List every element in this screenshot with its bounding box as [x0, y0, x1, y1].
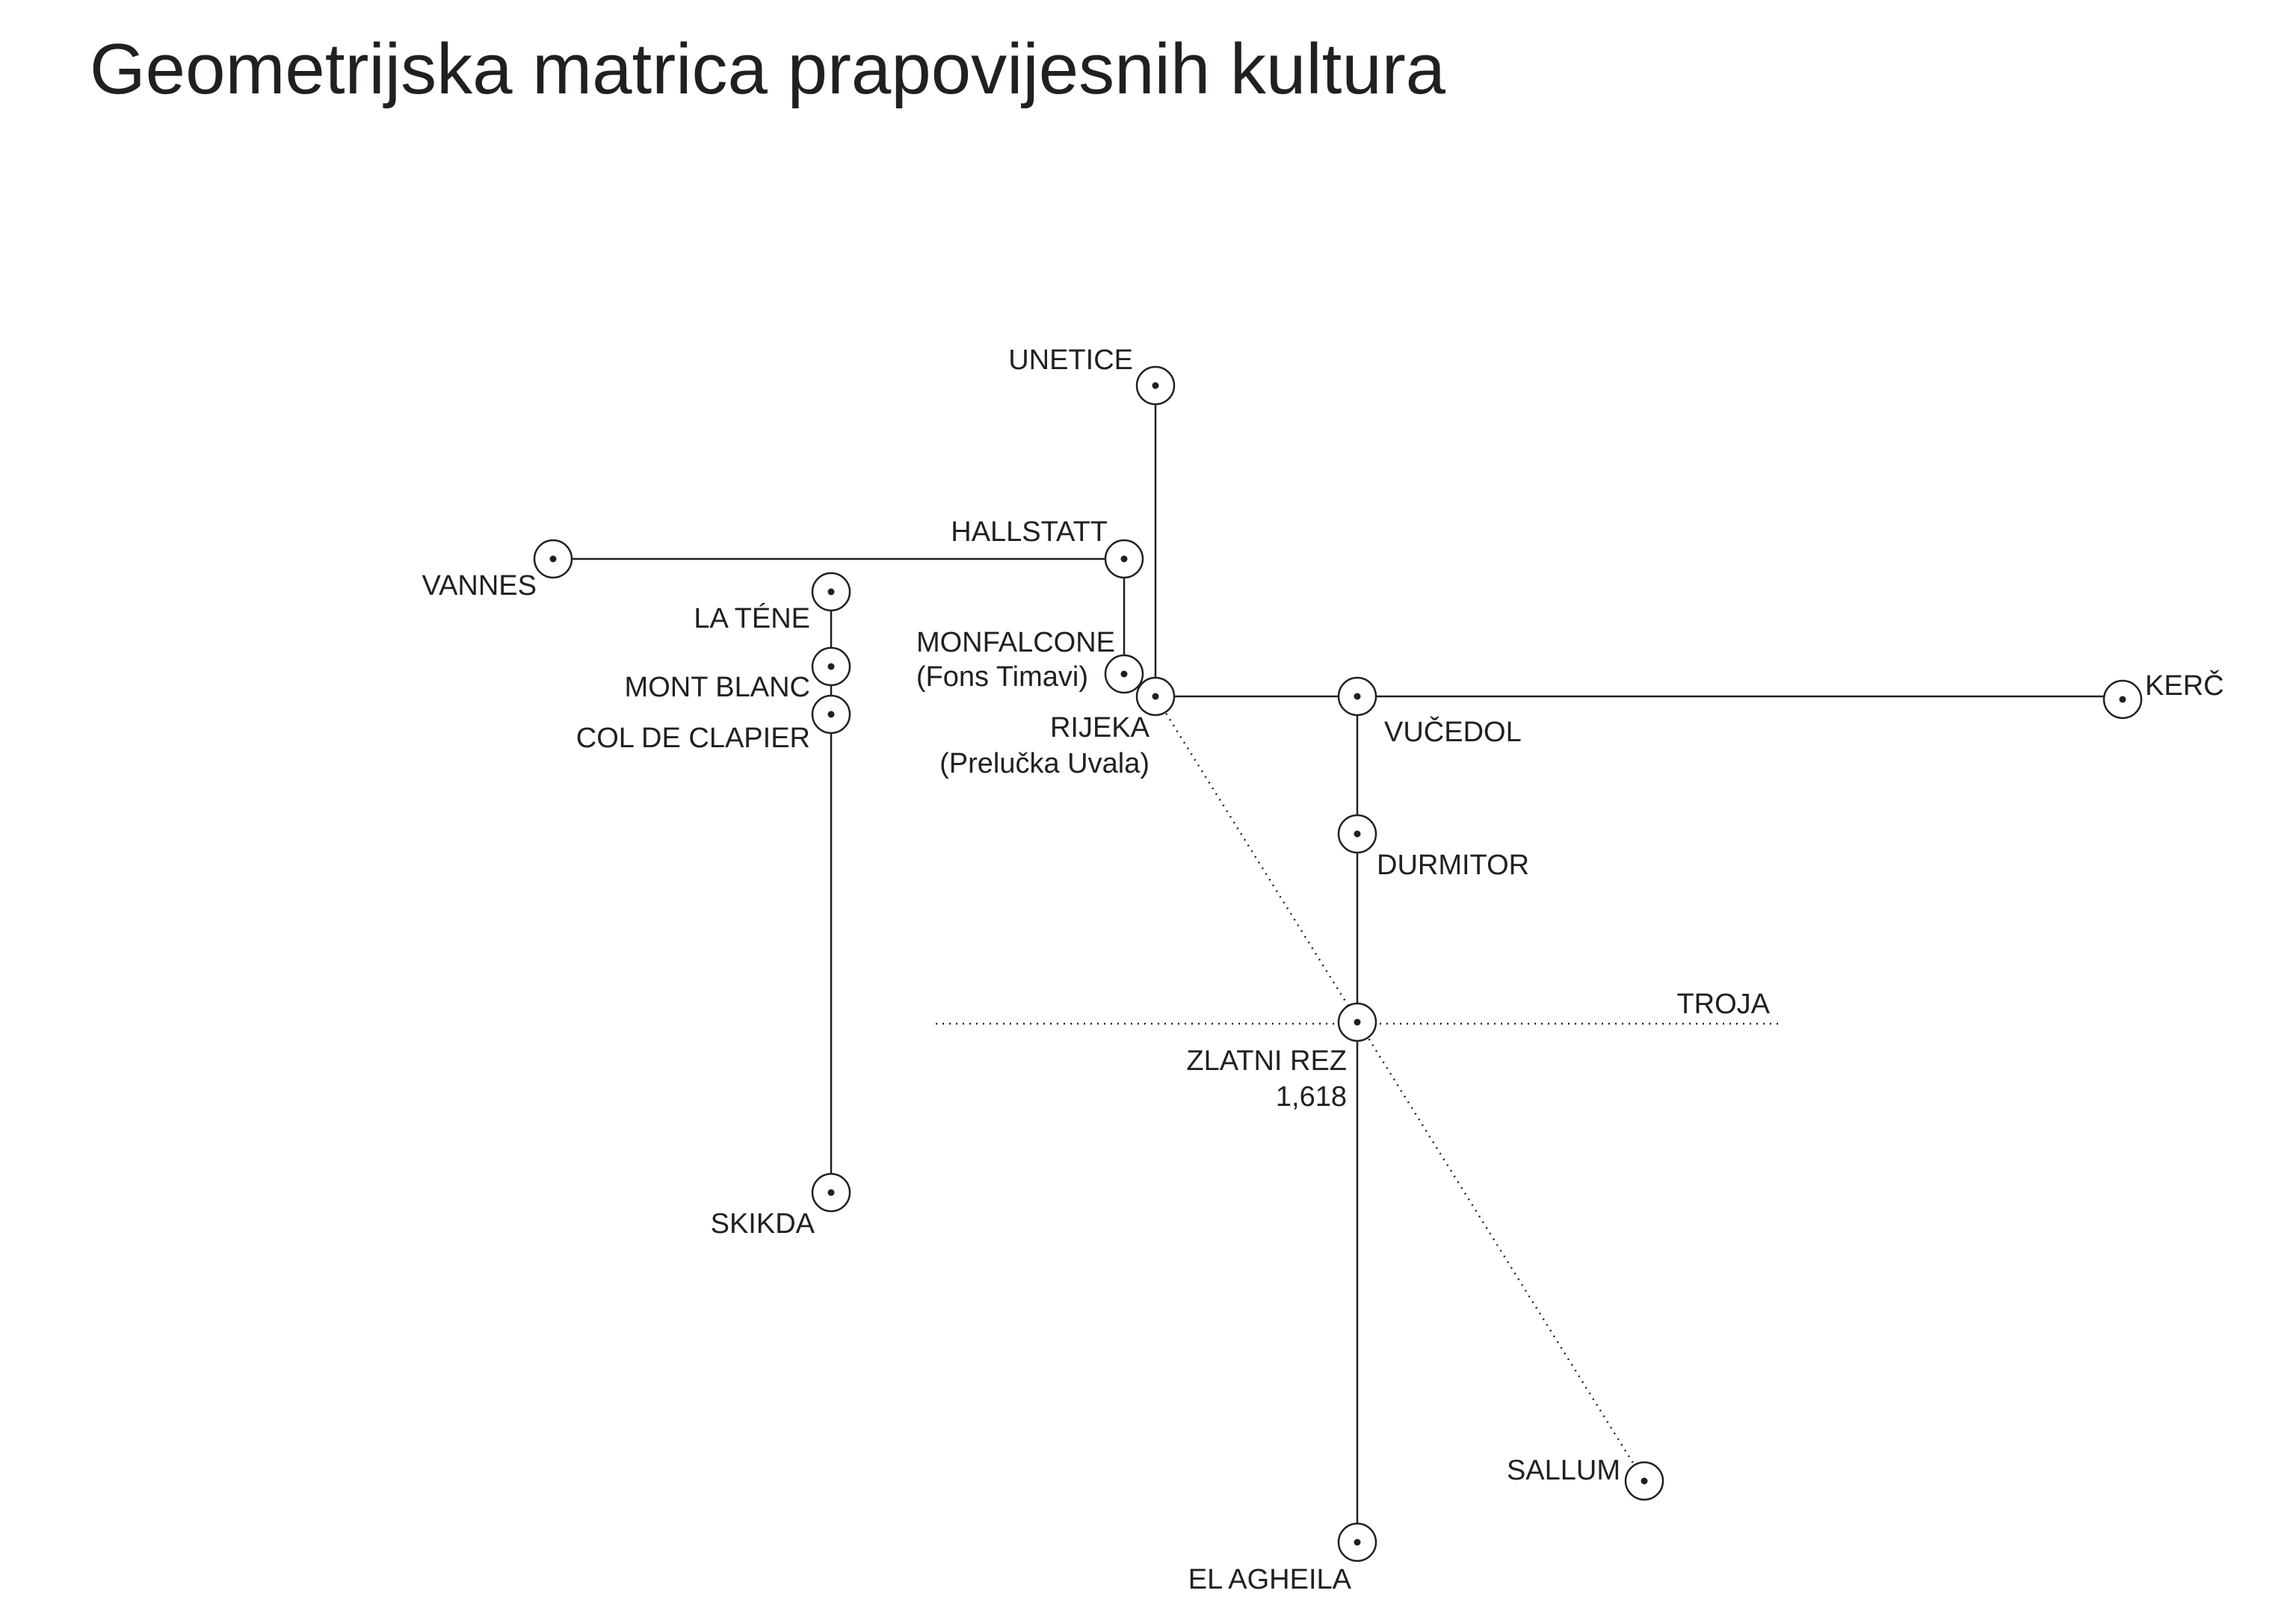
node-dot: [827, 711, 835, 718]
node-la-tene: [811, 572, 851, 612]
node-unetice: [1135, 365, 1176, 406]
node-zlatni-rez: [1337, 1002, 1377, 1042]
node-el-agheila: [1337, 1522, 1377, 1562]
line-rijeka-sallum: [1154, 696, 1646, 1482]
label-el-agheila: EL AGHEILA: [1188, 1564, 1352, 1595]
node-mont-blanc: [811, 646, 851, 687]
node-dot: [827, 663, 835, 670]
page-title: Geometrijska matrica prapovijesnih kultu…: [90, 29, 1446, 109]
node-dot: [1354, 693, 1361, 700]
node-monfalcone: [1104, 654, 1144, 694]
node-dot: [2119, 696, 2126, 703]
label-monfalcone-sub: (Fons Timavi): [916, 661, 1088, 693]
node-rijeka: [1135, 676, 1176, 717]
node-skikda: [811, 1172, 851, 1213]
label-zlatni-rez-value: 1,618: [1276, 1081, 1347, 1113]
node-dot: [1354, 830, 1361, 838]
node-durmitor: [1337, 814, 1377, 854]
node-dot: [1152, 693, 1159, 700]
label-la-tene: LA TÉNE: [694, 602, 810, 634]
node-kerc: [2102, 679, 2143, 720]
node-vannes: [533, 539, 573, 579]
label-vannes: VANNES: [422, 570, 537, 602]
connection-lines: [553, 386, 2123, 1542]
label-monfalcone: MONFALCONE: [916, 627, 1115, 658]
label-troja: TROJA: [1676, 989, 1770, 1020]
label-skikda: SKIKDA: [711, 1208, 815, 1240]
label-kerc: KERČ: [2145, 669, 2224, 702]
label-sallum: SALLUM: [1507, 1455, 1620, 1486]
label-rijeka: RIJEKA: [1050, 712, 1150, 743]
node-vucedol: [1337, 676, 1377, 717]
node-col-de-clapier: [811, 694, 851, 735]
node-dot: [1152, 382, 1159, 389]
node-dot: [827, 1189, 835, 1196]
node-dot: [1120, 555, 1128, 563]
label-unetice: UNETICE: [1008, 344, 1133, 376]
label-col-de-clapier: COL DE CLAPIER: [576, 723, 810, 754]
label-zlatni-rez: ZLATNI REZ: [1186, 1045, 1347, 1077]
node-dot: [549, 555, 557, 563]
node-dot: [1120, 670, 1128, 678]
node-dot: [827, 588, 835, 596]
label-hallstatt: HALLSTATT: [951, 516, 1108, 548]
node-dot: [1354, 1539, 1361, 1546]
node-dot: [1641, 1477, 1648, 1485]
node-labels: UNETICE HALLSTATT VANNES LA TÉNE MONFALC…: [422, 344, 2224, 1595]
node-sallum: [1624, 1461, 1664, 1501]
node-dot: [1354, 1018, 1361, 1026]
label-vucedol: VUČEDOL: [1384, 715, 1522, 748]
node-hallstatt: [1104, 539, 1144, 579]
label-mont-blanc: MONT BLANC: [625, 672, 810, 703]
label-rijeka-sub: (Prelučka Uvala): [939, 748, 1149, 779]
label-durmitor: DURMITOR: [1377, 850, 1529, 881]
